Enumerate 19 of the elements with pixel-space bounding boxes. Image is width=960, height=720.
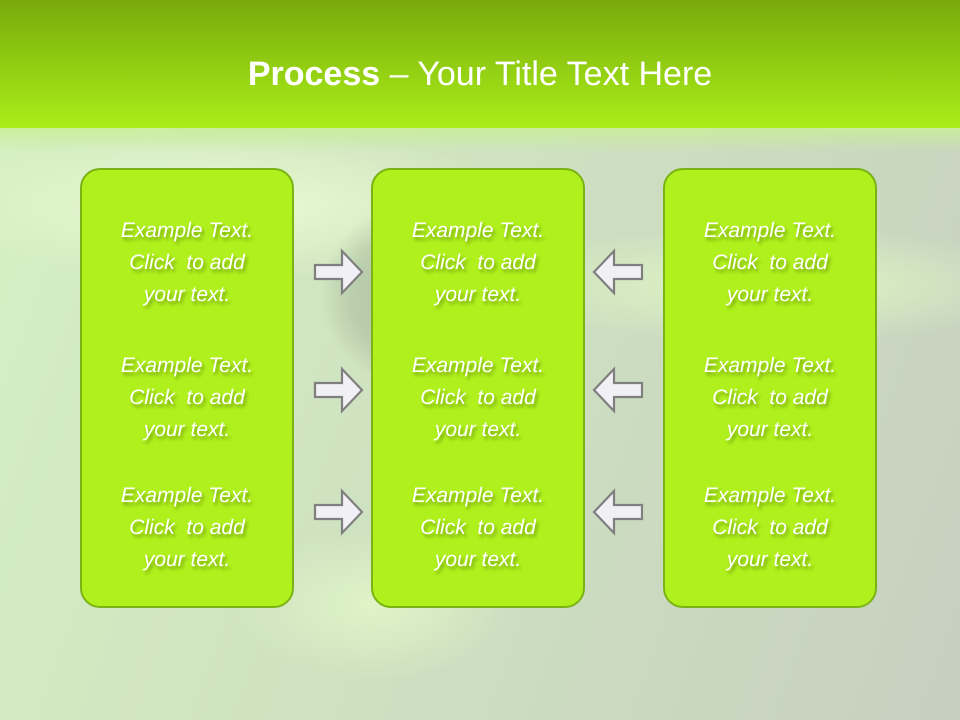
block-arrow [314, 488, 364, 536]
process-box [371, 168, 585, 608]
block-arrow [592, 488, 644, 536]
block-arrow [314, 366, 364, 414]
process-box [80, 168, 294, 608]
example-text: Example Text. Click to add your text. [702, 218, 838, 308]
block-arrow [592, 248, 644, 296]
example-text: Example Text. Click to add your text. [120, 483, 254, 573]
example-text: Example Text. Click to add your text. [120, 218, 254, 308]
process-box [663, 168, 877, 608]
block-arrow [314, 248, 364, 296]
example-text: Example Text. Click to add your text. [702, 353, 838, 443]
example-text: Example Text. Click to add your text. [410, 483, 546, 573]
example-text: Example Text. Click to add your text. [410, 218, 546, 308]
example-text: Example Text. Click to add your text. [410, 353, 546, 443]
block-arrow [592, 366, 644, 414]
slide-title: Process – Your Title Text Here [248, 54, 712, 95]
example-text: Example Text. Click to add your text. [120, 353, 254, 443]
example-text: Example Text. Click to add your text. [702, 483, 838, 573]
